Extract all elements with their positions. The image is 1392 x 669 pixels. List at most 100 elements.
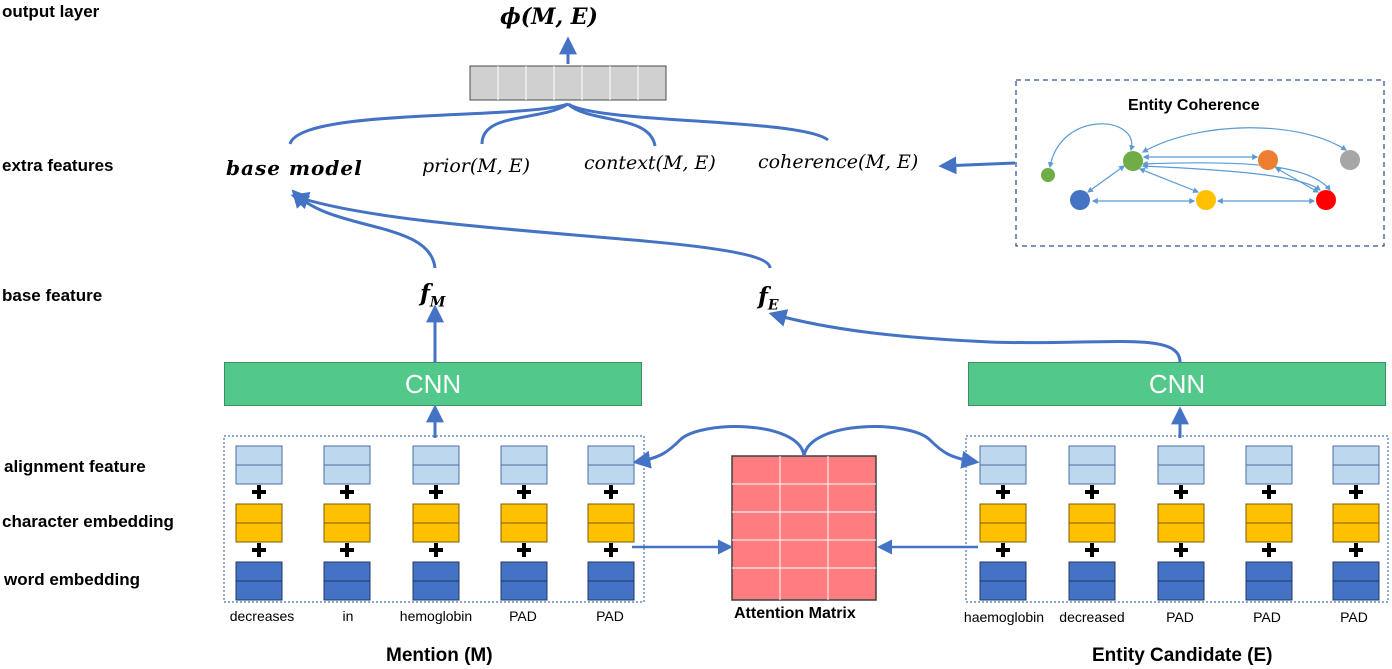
plus-icon [1349, 485, 1363, 499]
character-embedding-block [323, 503, 371, 543]
alignment-feature-block [979, 445, 1027, 485]
entity-node [1041, 168, 1055, 182]
output-vector [469, 65, 667, 101]
word-embedding-block [1245, 561, 1293, 601]
entity-embedding-frame [965, 435, 1389, 603]
entity-node [1070, 190, 1090, 210]
base-model-label: base model [226, 156, 363, 180]
plus-icon [1174, 485, 1188, 499]
word-embedding-block [412, 561, 460, 601]
row-label-base-feature: base feature [2, 286, 103, 305]
alignment-feature-block [412, 445, 460, 485]
plus-icon [252, 543, 266, 557]
character-embedding-block [500, 503, 548, 543]
coherence-edge [1047, 123, 1136, 169]
word-embedding-block [323, 561, 371, 601]
embedding-stacks [235, 445, 1380, 601]
character-embedding-block [1157, 503, 1205, 543]
plus-icon [604, 543, 618, 557]
entity-word: decreased [1059, 609, 1125, 625]
attention-to-alignment-curve [632, 425, 806, 469]
mention-cnn-box: CNN [224, 362, 642, 406]
alignment-feature-block [1068, 445, 1116, 485]
fm-subscript: M [429, 294, 446, 311]
character-embedding-block [979, 503, 1027, 543]
plus-icon [340, 543, 354, 557]
plus-icon [1085, 485, 1099, 499]
plus-icon [429, 543, 443, 557]
coherence-edge [1274, 167, 1320, 193]
mention-word: hemoglobin [399, 608, 473, 624]
plus-icon [1085, 543, 1099, 557]
entity-word: PAD [1166, 609, 1194, 625]
character-embedding-block [1245, 503, 1293, 543]
attention-matrix-label: Attention Matrix [734, 605, 856, 622]
character-embedding-block [412, 503, 460, 543]
word-embedding-block [500, 561, 548, 601]
mention-word: PAD [509, 608, 537, 624]
plus-icon [1174, 543, 1188, 557]
mention-word: decreases [229, 608, 295, 624]
row-label-character-embedding: character embedding [2, 512, 174, 531]
word-embedding-block [587, 561, 635, 601]
fe-symbol: f [758, 283, 768, 310]
row-label-output-layer: output layer [2, 2, 100, 21]
coherence-graph [1041, 123, 1360, 210]
plus-icon [604, 485, 618, 499]
coherence-edge [1141, 127, 1348, 153]
alignment-feature-block [323, 445, 371, 485]
coherence-edge [1087, 165, 1125, 193]
word-embedding-block [235, 561, 283, 601]
row-label-word-embedding: word embedding [4, 570, 140, 589]
entity-word: haemoglobin [963, 609, 1045, 625]
alignment-feature-block [1157, 445, 1205, 485]
context-feature-label: context(M, E) [584, 152, 716, 174]
entity-node [1196, 190, 1216, 210]
mention-label: Mention (M) [386, 645, 493, 666]
character-embedding-block [587, 503, 635, 543]
alignment-feature-block [1332, 445, 1380, 485]
entity-cnn-box: CNN [968, 362, 1386, 406]
alignment-feature-block [1245, 445, 1293, 485]
mention-word: PAD [596, 608, 624, 624]
entity-word: PAD [1253, 609, 1281, 625]
attention-matrix [731, 455, 877, 601]
plus-icon [517, 485, 531, 499]
cnn-right-to-fe-arrow [768, 309, 1182, 363]
word-embedding-block [1332, 561, 1380, 601]
entity-node [1258, 150, 1278, 170]
entity-node [1316, 190, 1336, 210]
coherence-box-arrow [938, 156, 1016, 175]
entity-node [1123, 151, 1143, 171]
entity-coherence-box [1015, 79, 1385, 247]
row-label-extra-features: extra features [2, 156, 114, 175]
character-embedding-block [1068, 503, 1116, 543]
plus-icon [996, 485, 1010, 499]
feature-merge-curves [288, 102, 829, 147]
plus-icon [340, 485, 354, 499]
word-embedding-block [1157, 561, 1205, 601]
attention-to-alignment-curve-right [802, 425, 980, 469]
plus-icon [1262, 485, 1276, 499]
fe-to-base-model-arrow [290, 192, 772, 269]
plus-icon [1349, 543, 1363, 557]
mention-word: in [342, 608, 354, 624]
plus-icon [252, 485, 266, 499]
plus-icon [429, 485, 443, 499]
plus-icon [1262, 543, 1276, 557]
plus-icon [517, 543, 531, 557]
entity-word: PAD [1340, 609, 1368, 625]
mention-feature-fm: fM [420, 280, 445, 311]
entity-node [1340, 150, 1360, 170]
entity-coherence-title: Entity Coherence [1128, 97, 1260, 114]
word-embedding-block [979, 561, 1027, 601]
character-embedding-block [235, 503, 283, 543]
row-label-alignment-feature: alignment feature [4, 457, 146, 476]
character-embedding-block [1332, 503, 1380, 543]
entity-candidate-label: Entity Candidate (E) [1092, 645, 1273, 666]
word-embedding-block [1068, 561, 1116, 601]
coherence-feature-label: coherence(M, E) [758, 151, 919, 173]
coherence-edge [1138, 167, 1200, 194]
alignment-feature-block [587, 445, 635, 485]
